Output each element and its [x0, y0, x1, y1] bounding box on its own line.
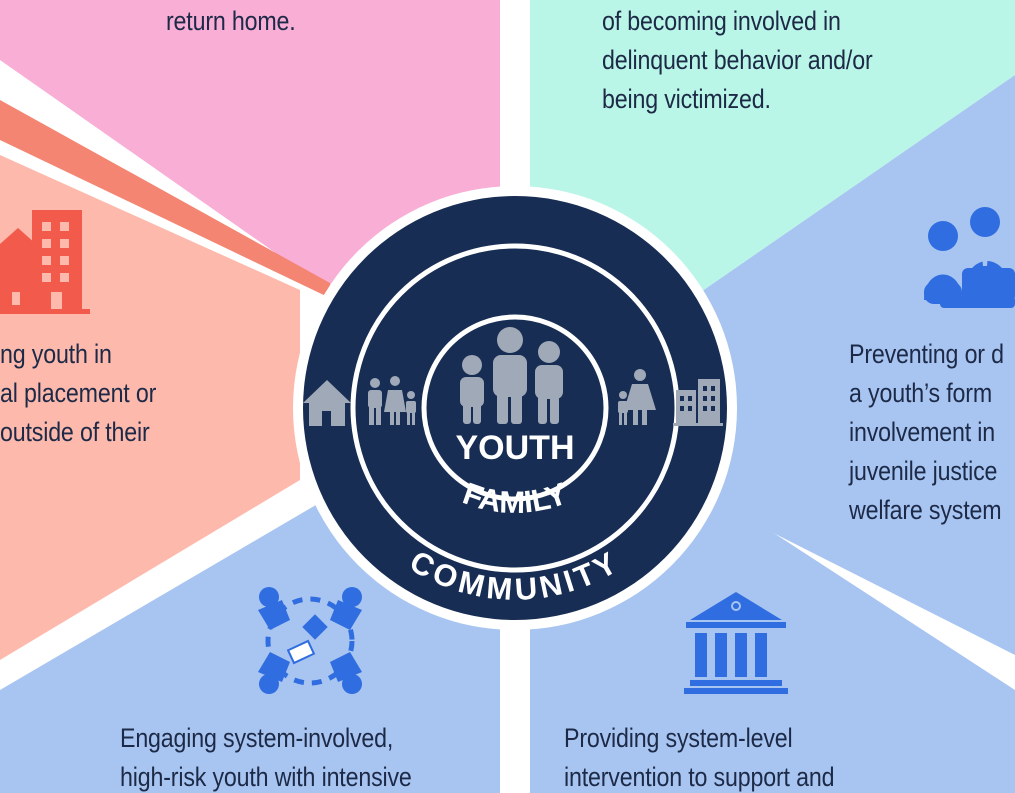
- segment-top-left-text: return home.: [166, 2, 296, 41]
- meeting-people-icon: [924, 207, 1015, 308]
- parent-child-icon: [618, 369, 656, 425]
- text-line: Providing system-level: [564, 723, 793, 753]
- text-line: high-risk youth with intensive: [120, 762, 412, 792]
- house-icon: [303, 380, 351, 426]
- text-line: a youth’s form: [849, 378, 993, 408]
- youth-label: YOUTH: [456, 429, 575, 467]
- segment-left-text: ng youth in al placement or outside of t…: [0, 335, 156, 452]
- text-line: welfare system: [849, 495, 1002, 525]
- segment-right-text: Preventing or d a youth’s form involveme…: [849, 335, 1004, 530]
- text-line: juvenile justice: [849, 456, 998, 486]
- text-line: Engaging system-involved,: [120, 723, 394, 753]
- segment-bottom-left-text: Engaging system-involved, high-risk yout…: [120, 719, 412, 793]
- segment-right: [530, 75, 1015, 655]
- text-line: intervention to support and: [564, 762, 835, 792]
- segment-top-right-text: of becoming involved in delinquent behav…: [602, 2, 873, 119]
- text-line: of becoming involved in: [602, 6, 841, 36]
- text-line: return home.: [166, 6, 296, 36]
- accent-stripe: [0, 100, 330, 298]
- family-icon: [368, 376, 416, 425]
- segment-bottom-right-text: Providing system-level intervention to s…: [564, 719, 834, 793]
- courthouse-icon: [684, 592, 788, 694]
- text-line: Preventing or d: [849, 339, 1004, 369]
- city-buildings-icon: [673, 379, 723, 426]
- youth-group-icon: [460, 327, 563, 424]
- text-line: involvement in: [849, 417, 996, 447]
- text-line: being victimized.: [602, 84, 771, 114]
- text-line: outside of their: [0, 417, 150, 447]
- community-circle-icon: [258, 587, 362, 694]
- text-line: al placement or: [0, 378, 157, 408]
- text-line: delinquent behavior and/or: [602, 45, 873, 75]
- buildings-icon: [0, 210, 90, 314]
- text-line: ng youth in: [0, 339, 112, 369]
